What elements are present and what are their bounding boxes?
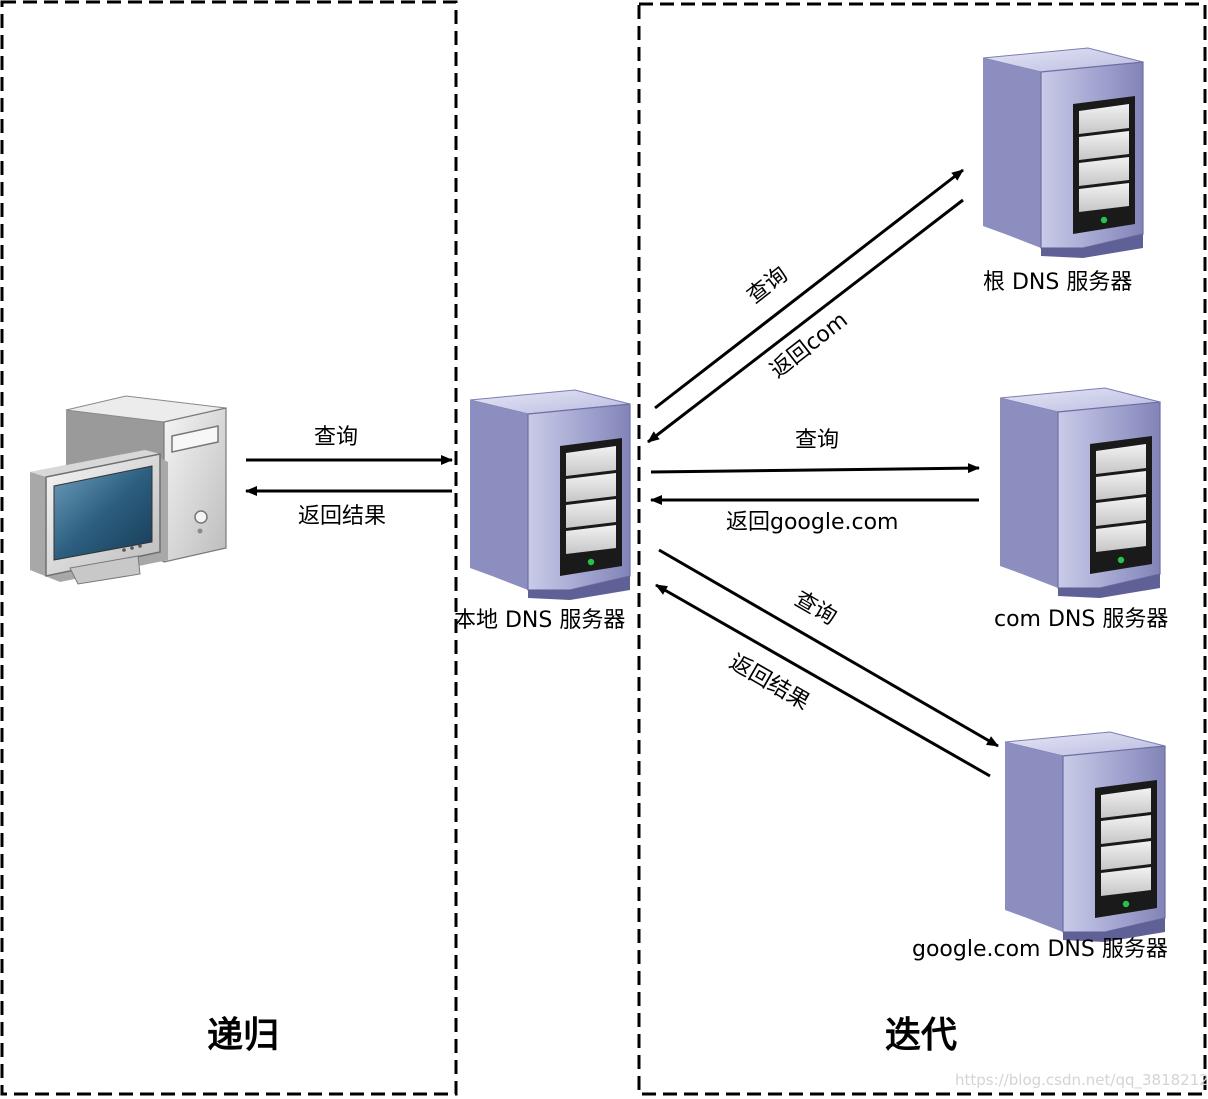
recursive-title: 递归 bbox=[207, 1015, 280, 1056]
local-dns-label: 本地 DNS 服务器 bbox=[454, 608, 626, 633]
recursive-region-border bbox=[0, 0, 458, 1096]
com-dns-server-icon bbox=[999, 387, 1161, 599]
root-return-arrow bbox=[647, 198, 964, 444]
root-query-arrow bbox=[654, 168, 964, 410]
google-return-arrow bbox=[655, 583, 991, 778]
iterative-title: 迭代 bbox=[885, 1015, 958, 1056]
iterative-region-border bbox=[637, 2, 1207, 1096]
google-dns-label: google.com DNS 服务器 bbox=[912, 937, 1168, 962]
local-dns-server-icon bbox=[469, 389, 631, 601]
root-dns-label: 根 DNS 服务器 bbox=[983, 270, 1133, 295]
com-query-arrow bbox=[650, 463, 980, 474]
root-dns-server-icon bbox=[982, 47, 1144, 259]
google-query-arrow bbox=[658, 548, 999, 748]
com-return-label: 返回google.com bbox=[726, 510, 899, 535]
watermark: https://blog.csdn.net/qq_38182125 bbox=[955, 1071, 1208, 1089]
com-dns-label: com DNS 服务器 bbox=[994, 607, 1169, 632]
google-dns-server-icon bbox=[1004, 731, 1166, 943]
client-computer-icon bbox=[30, 395, 227, 585]
client-return-label: 返回结果 bbox=[298, 504, 387, 529]
client-query-label: 查询 bbox=[314, 425, 359, 450]
com-query-label: 查询 bbox=[795, 428, 840, 453]
